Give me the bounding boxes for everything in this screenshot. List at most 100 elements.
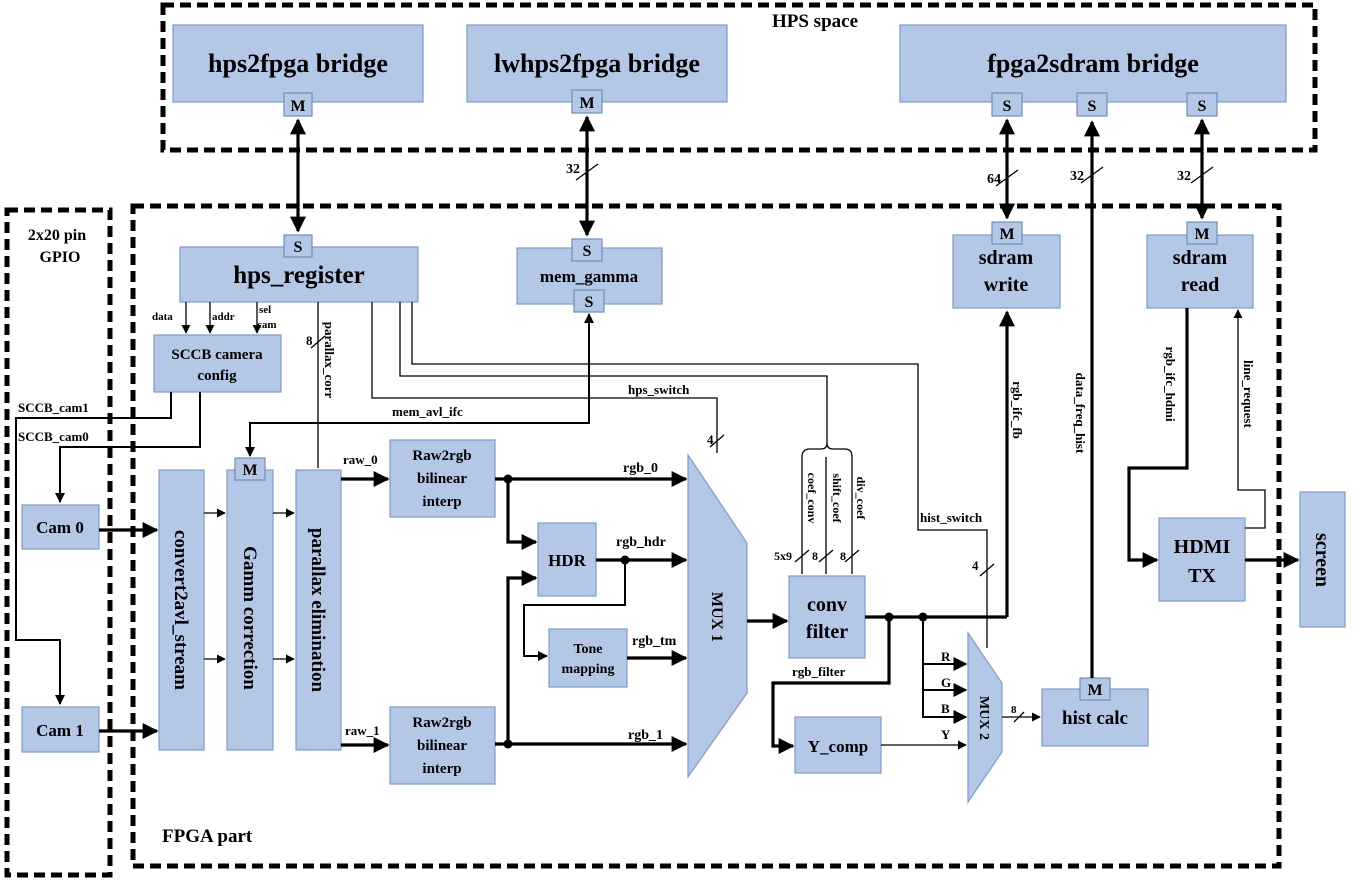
rgb-ifc-fb-label: rgb_ifc_fb (1010, 381, 1025, 439)
gpio-label-line1: 2x20 pin (28, 227, 86, 244)
gpio-label-line2: GPIO (40, 249, 81, 266)
b-label: B (941, 701, 950, 716)
parallax-elimination-label: parallax elimination (307, 528, 328, 693)
hps-space-label: HPS space (772, 11, 858, 32)
fpga-part-region (130, 203, 1282, 869)
sel-cam-label-line2: cam (257, 319, 277, 331)
coef-bus-wire (399, 302, 828, 443)
mem-avl-ifc-label: mem_avl_ifc (392, 404, 463, 419)
hist-bus-slash (1080, 166, 1104, 184)
lwhps2fpga-master-port-label: M (579, 95, 594, 112)
rgb-ifc-hdmi-label: rgb_ifc_hdmi (1163, 346, 1178, 422)
convert2avl-stream-block (158, 469, 205, 751)
raw0-label: raw_0 (343, 452, 378, 467)
write-bus-width: 64 (987, 172, 1001, 187)
mux1-label: MUX 1 (708, 592, 725, 642)
lwhps2fpga-bridge-label: lwhps2fpga bridge (494, 49, 700, 78)
mem-avl-ifc-wire (245, 313, 594, 457)
fpga2sdram-bridge-block (899, 24, 1287, 103)
hist-switch-slash (979, 563, 995, 577)
hps-switch-slash (709, 434, 725, 448)
sdram-read-master-port (1186, 221, 1218, 245)
cam1-label: Cam 1 (36, 721, 84, 740)
sccb-cam1-wire (15, 392, 172, 705)
gamma-correction-master-port (234, 457, 266, 481)
screen-label: screen (1311, 533, 1333, 587)
hps-switch-wire (371, 302, 718, 453)
sdram-read-label-line2: read (1181, 274, 1220, 296)
coef-conv-label: coef_conv (805, 473, 819, 524)
sdram-write-master-port (991, 221, 1023, 245)
conv-filter-label-line1: conv (807, 594, 847, 616)
y-comp-block (794, 716, 882, 774)
mem-gamma-slave-port-top (571, 238, 603, 262)
sccb-cam0-wire (55, 392, 201, 503)
mux1-block (687, 453, 748, 779)
gamma-correction-master-port-label: M (242, 462, 257, 479)
rgb1-label: rgb_1 (628, 728, 663, 743)
rgb0-label: rgb_0 (623, 461, 658, 476)
lw-bus-slash (575, 163, 599, 181)
hps2fpga-bridge-label: hps2fpga bridge (208, 49, 388, 78)
fpga2sdram-slave-port-1 (991, 92, 1023, 117)
raw2rgb-top-label-line1: Raw2rgb (412, 448, 471, 464)
sdram-read-block (1146, 234, 1254, 309)
coef-conv-width: 5x9 (774, 549, 792, 563)
mem-gamma-slave-port-bottom-label: S (585, 294, 594, 311)
raw2rgb-bottom-label-line2: bilinear (417, 738, 467, 754)
fpga2sdram-slave-port-3 (1186, 92, 1218, 117)
sel-cam-label-line1: sel (259, 304, 271, 316)
parallax-corr-width: 8 (306, 333, 313, 348)
rgb-hdr-label: rgb_hdr (616, 535, 666, 550)
rgb1-to-hdr (506, 570, 538, 744)
conv-filter-block (788, 575, 866, 659)
div-coef-width: 8 (840, 549, 846, 563)
hist-bus-width: 32 (1070, 169, 1084, 184)
r-label: R (941, 649, 951, 664)
hps-register-slave-port-label: S (294, 239, 303, 256)
tone-mapping-label-line1: Tone (573, 642, 602, 657)
lw-bus-width: 32 (566, 162, 580, 177)
hps2fpga-master-port (283, 92, 313, 117)
fpga2sdram-slave-port-2-label: S (1088, 98, 1097, 115)
tone-mapping-label-line2: mapping (562, 662, 615, 677)
rgb-tm-label: rgb_tm (632, 634, 677, 649)
sccb-cam1-label: SCCB_cam1 (18, 400, 89, 415)
screen-block (1299, 491, 1346, 628)
shift-coef-width: 8 (812, 549, 818, 563)
rgb0-to-hdr (506, 479, 538, 550)
hist-calc-label: hist calc (1062, 708, 1128, 729)
hist-calc-master-port (1079, 677, 1111, 701)
gpio-region (4, 207, 113, 878)
parallax-corr-label: parallax_corr (322, 322, 337, 399)
hdmi-tx-label-line1: HDMI (1174, 536, 1231, 558)
sdram-write-label-line2: write (984, 274, 1029, 296)
fpga-part-label: FPGA part (162, 826, 253, 847)
hist-switch-width: 4 (972, 558, 979, 573)
raw2rgb-top-label-line2: bilinear (417, 471, 467, 487)
rgb-filter-label: rgb_filter (792, 664, 846, 679)
shift-coef-slash (818, 549, 834, 563)
sccb-cam0-label: SCCB_cam0 (18, 429, 89, 444)
hdr-label: HDR (548, 551, 587, 570)
gamma-correction-label: Gamm correction (239, 546, 260, 690)
y-label: Y (941, 727, 951, 742)
raw1-label: raw_1 (345, 723, 380, 738)
cam0-block (21, 504, 100, 550)
sdram-write-label-line1: sdram (979, 247, 1034, 269)
mem-gamma-slave-port-top-label: S (583, 243, 592, 260)
gamma-correction-block (226, 469, 274, 751)
hps2fpga-master-port-label: M (290, 98, 305, 115)
mux2-out-slash (1013, 711, 1025, 723)
read-bus-width: 32 (1177, 169, 1191, 184)
fpga2sdram-slave-port-2 (1076, 92, 1108, 117)
raw2rgb-bottom-block (389, 706, 496, 785)
write-bus-slash (995, 169, 1019, 187)
g-label: G (941, 675, 951, 690)
hdr-block (537, 522, 597, 597)
rgb-filter-to-ycomp (771, 617, 891, 754)
line-request-label: line_request (1241, 360, 1256, 428)
data-freq-hist-label: data_freq_hist (1073, 373, 1088, 454)
shift-coef-label: shift_coef (830, 473, 844, 523)
